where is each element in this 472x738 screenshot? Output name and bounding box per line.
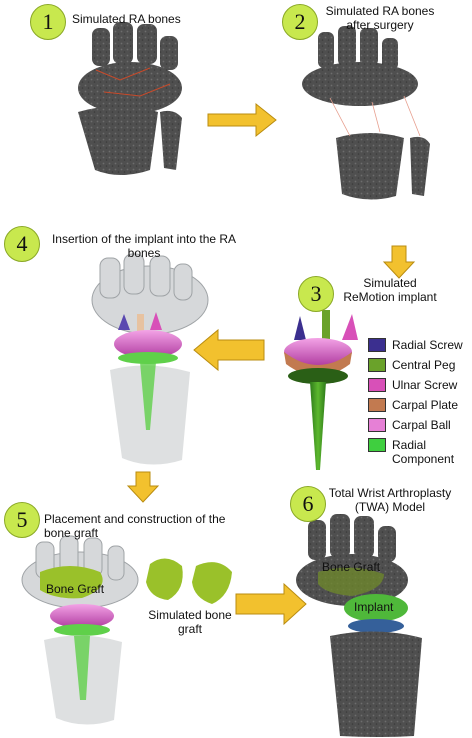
legend-swatch (368, 438, 386, 452)
bone-graft-label-left: Bone Graft (46, 582, 105, 596)
panel-5-bone-graft (21, 535, 232, 725)
simulated-bone-graft-label: Simulated bone graft (148, 608, 232, 636)
step-2-label: Simulated RA bones after surgery (325, 4, 435, 32)
legend-label: Carpal Plate (392, 398, 459, 412)
legend-swatch (368, 338, 386, 352)
step-1-label: Simulated RA bones (72, 12, 181, 26)
step-2-badge: 2 (282, 4, 318, 40)
step-3-label: Simulated ReMotion implant (343, 276, 437, 304)
step-6-label: Total Wrist Arthroplasty (TWA) Model (328, 486, 452, 514)
legend-label: Carpal Ball (392, 418, 451, 432)
arrow-1-to-2 (207, 102, 277, 138)
arrow-4-to-5 (126, 471, 160, 503)
step-4-label: Insertion of the implant into the RA bon… (51, 232, 237, 260)
panel-4-implant-in-bones (91, 253, 209, 465)
panel-6-twa (296, 514, 422, 737)
legend-label: Central Peg (392, 358, 456, 372)
legend-swatch (368, 358, 386, 372)
arrow-5-to-6 (235, 582, 307, 626)
step-5-badge: 5 (4, 502, 40, 538)
legend-swatch (368, 378, 386, 392)
legend-swatch (368, 398, 386, 412)
step-1-badge: 1 (30, 4, 66, 40)
legend-swatch (368, 418, 386, 432)
arrow-2-to-3 (382, 245, 416, 279)
step-6-badge: 6 (290, 486, 326, 522)
arrow-3-to-4 (193, 328, 265, 372)
step-3-badge: 3 (298, 276, 334, 312)
legend-label: Radial Screw (392, 338, 463, 352)
panel-1-bones (78, 22, 182, 175)
implant-label: Implant (354, 600, 394, 614)
step-4-badge: 4 (4, 226, 40, 262)
implant-legend: Radial Screw Central Peg Ulnar Screw Car… (368, 338, 472, 468)
panel-3-implant (284, 310, 358, 470)
bone-graft-label-right: Bone Graft (322, 560, 381, 574)
panel-2-bones (302, 26, 430, 200)
legend-label: Radial Component (392, 438, 455, 466)
step-5-label: Placement and construction of the bone g… (44, 512, 226, 540)
legend-label: Ulnar Screw (392, 378, 458, 392)
